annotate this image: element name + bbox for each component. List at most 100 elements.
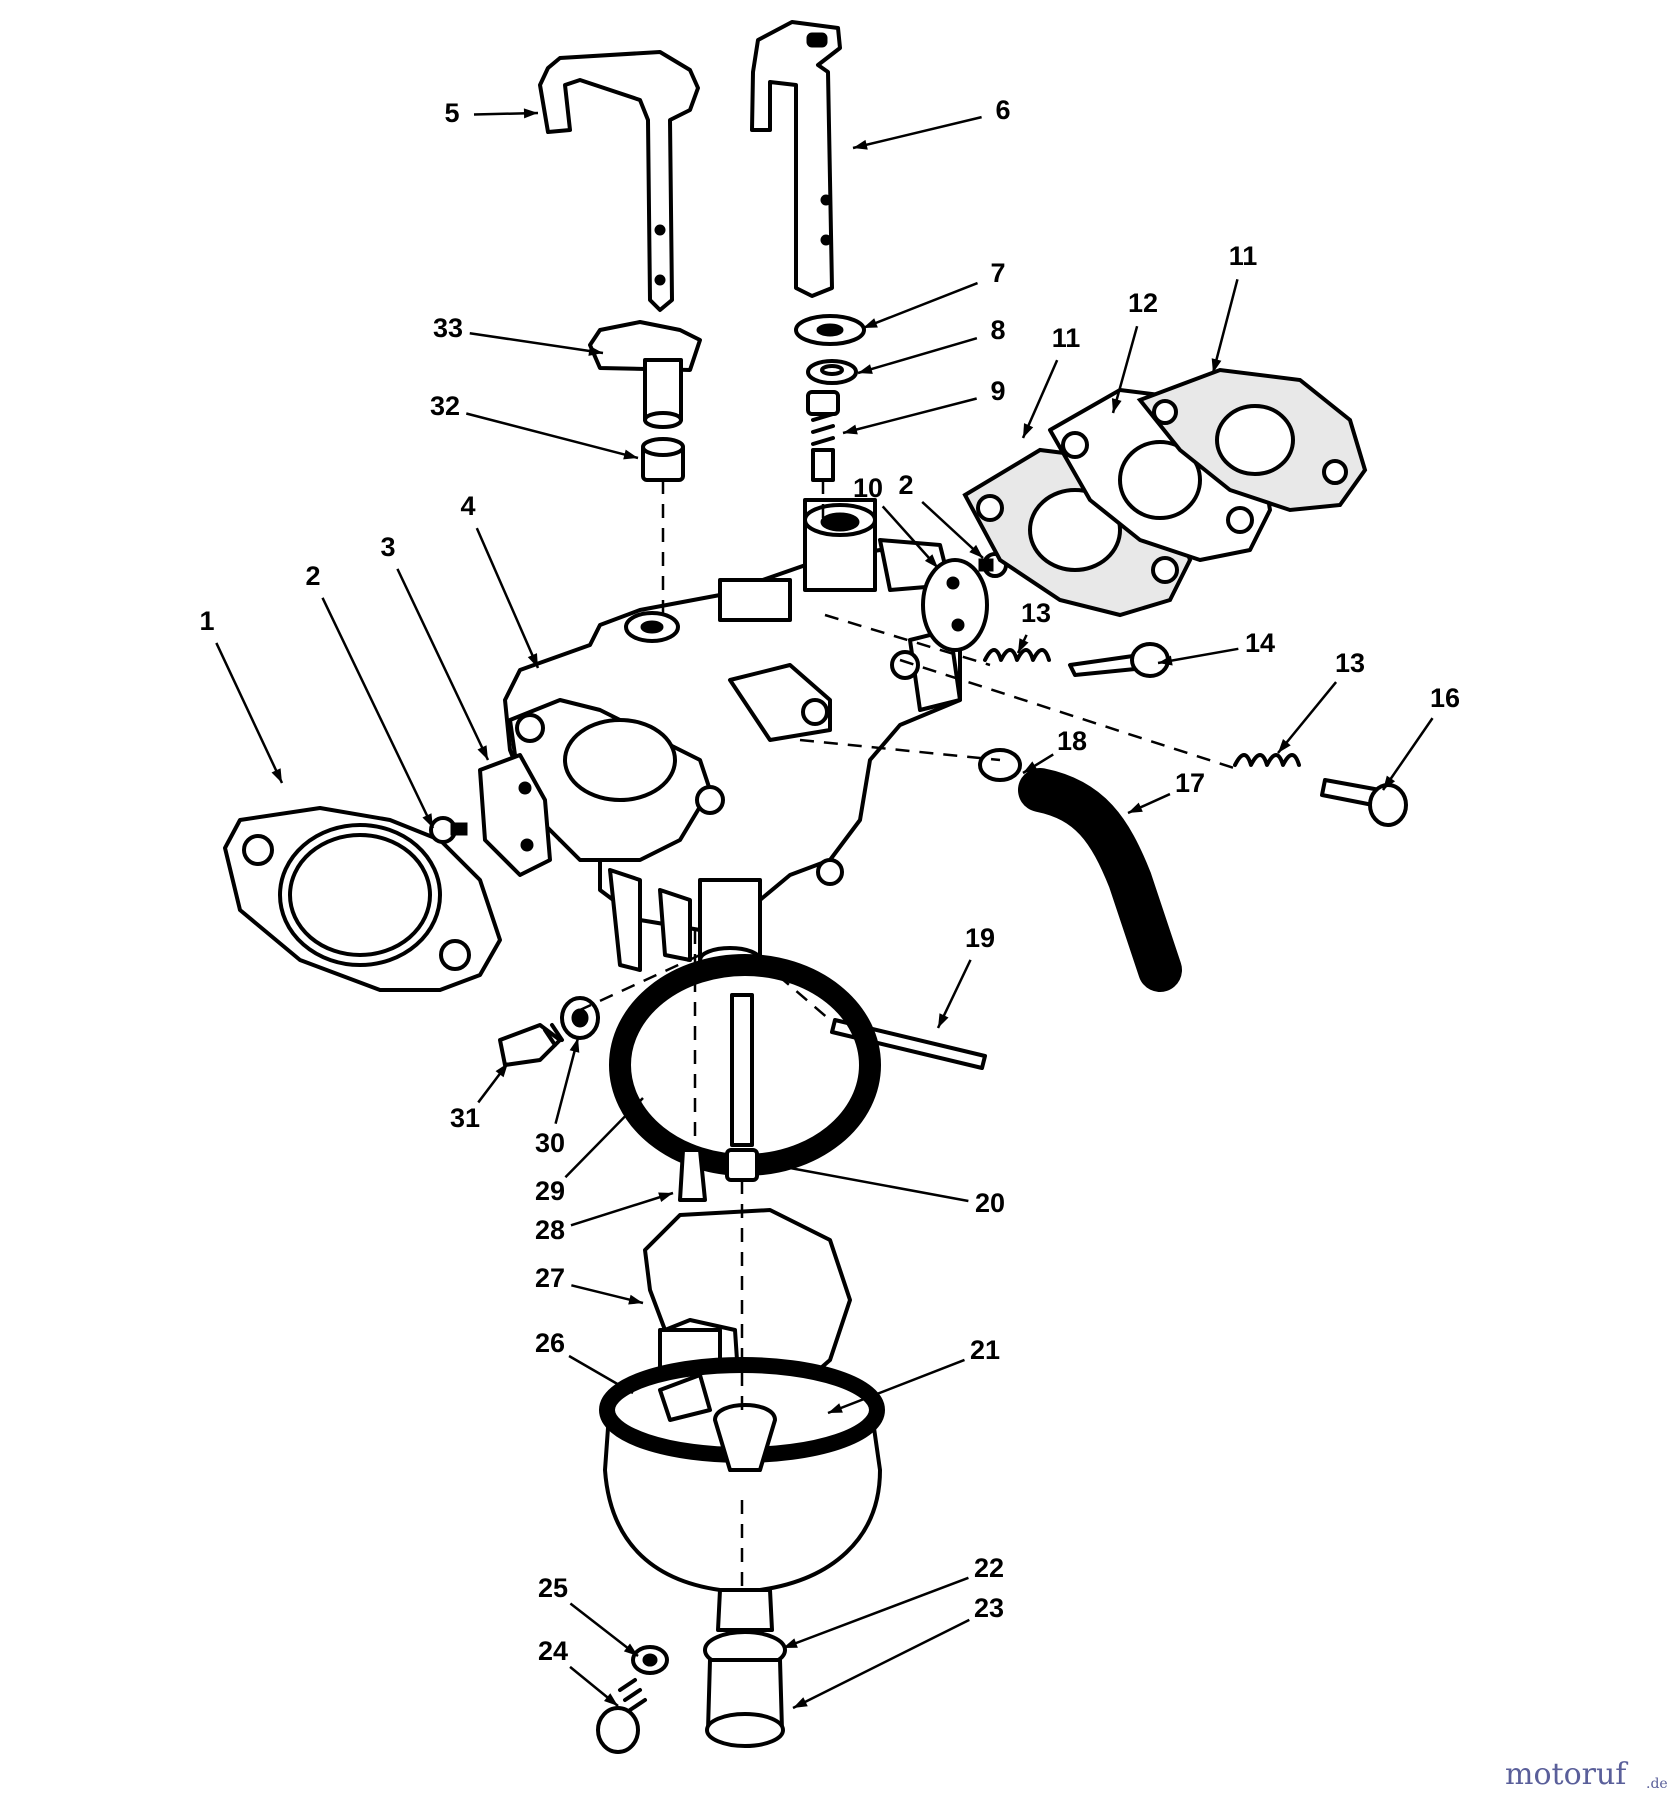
part-inlet-needle xyxy=(725,993,759,1182)
arrowhead-c3 xyxy=(477,745,488,760)
arrowhead-c31 xyxy=(495,1063,508,1078)
callout-c31: 31 xyxy=(450,1103,480,1133)
leader-c11a xyxy=(1021,359,1059,439)
watermark-logo: motoruf .de xyxy=(1505,1757,1668,1792)
leader-c3 xyxy=(396,568,490,761)
part-float-bowl xyxy=(599,1357,885,1592)
part-drain-washer xyxy=(631,1645,669,1675)
part-choke-shaft xyxy=(750,20,842,298)
arrowhead-c24 xyxy=(603,1693,618,1706)
callout-c7: 7 xyxy=(990,258,1005,288)
leader-c32 xyxy=(465,412,639,460)
callout-c19: 19 xyxy=(965,923,995,953)
part-plate-right xyxy=(921,558,989,652)
part-gasket-right-2 xyxy=(1136,367,1368,513)
part-bushing xyxy=(641,437,685,482)
arrowhead-c8 xyxy=(858,364,873,374)
callout-c32: 32 xyxy=(430,391,460,421)
part-fuel-hose xyxy=(1018,768,1182,992)
arrowhead-c25 xyxy=(623,1643,638,1656)
callout-c29: 29 xyxy=(535,1176,565,1206)
arrowhead-c4 xyxy=(527,653,538,668)
arrowhead-c2a xyxy=(422,813,433,828)
callout-c12: 12 xyxy=(1128,288,1158,318)
arrowhead-c27 xyxy=(628,1294,643,1305)
callout-c2a: 2 xyxy=(305,561,320,591)
part-mixture-screw xyxy=(1320,778,1408,827)
callout-c21: 21 xyxy=(970,1335,1000,1365)
callout-c23: 23 xyxy=(974,1593,1004,1623)
part-carburetor-body xyxy=(503,498,962,974)
part-main-jet xyxy=(678,1148,707,1202)
callout-c16: 16 xyxy=(1430,683,1460,713)
callout-c6: 6 xyxy=(995,95,1010,125)
part-spring-upper xyxy=(983,648,1051,662)
part-lever-base xyxy=(588,320,702,429)
callout-c3: 3 xyxy=(380,532,395,562)
callout-c13a: 13 xyxy=(1021,598,1051,628)
leader-c6 xyxy=(852,115,982,150)
part-seal xyxy=(806,359,858,385)
arrowhead-c17 xyxy=(1128,802,1143,813)
leader-c25 xyxy=(569,1602,639,1657)
arrowhead-c18 xyxy=(1023,761,1038,773)
arrowhead-c26 xyxy=(618,1381,633,1393)
arrowhead-c28 xyxy=(658,1192,673,1202)
leader-c1 xyxy=(215,642,284,784)
part-plate xyxy=(478,753,552,877)
leader-c13b xyxy=(1277,681,1338,754)
arrowhead-c5 xyxy=(523,108,538,119)
leader-c16 xyxy=(1381,717,1434,791)
callout-c8: 8 xyxy=(990,315,1005,345)
callout-c1: 1 xyxy=(199,606,214,636)
arrowhead-c32 xyxy=(623,449,638,460)
part-drain-bolt xyxy=(596,1678,647,1754)
watermark-suffix: .de xyxy=(1646,1776,1668,1792)
arrowhead-c7 xyxy=(863,318,878,328)
arrowhead-c13a xyxy=(1018,638,1029,653)
leader-c22 xyxy=(782,1576,969,1650)
callout-c17: 17 xyxy=(1175,768,1205,798)
callout-c11a: 11 xyxy=(1052,323,1081,353)
callout-c18: 18 xyxy=(1057,726,1087,756)
arrowhead-c20 xyxy=(763,1160,778,1171)
part-gasket-left xyxy=(223,806,502,992)
arrowhead-c2b xyxy=(969,544,983,558)
callout-c9: 9 xyxy=(990,376,1005,406)
arrowhead-c21 xyxy=(828,1403,843,1413)
arrowhead-c11b xyxy=(1211,358,1222,373)
leader-c2a xyxy=(321,597,435,829)
callout-c28: 28 xyxy=(535,1215,565,1245)
callout-c30: 30 xyxy=(535,1128,565,1158)
callout-leaders xyxy=(215,108,1434,1710)
arrowhead-c9 xyxy=(843,424,858,435)
callout-c2b: 2 xyxy=(898,470,913,500)
leader-c20 xyxy=(762,1161,969,1203)
assembly-lines xyxy=(579,480,1241,1590)
part-clip xyxy=(978,748,1022,782)
part-idle-screw xyxy=(1068,642,1170,678)
watermark-brand: motoruf xyxy=(1505,1757,1628,1792)
part-throttle-lever xyxy=(538,50,700,312)
leader-c7 xyxy=(862,281,978,330)
callout-c10: 10 xyxy=(853,473,883,503)
arrowhead-c11a xyxy=(1023,423,1034,438)
leader-c4 xyxy=(475,527,540,669)
callout-c13b: 13 xyxy=(1335,648,1365,678)
callout-c24: 24 xyxy=(538,1636,568,1666)
callout-c27: 27 xyxy=(535,1263,565,1293)
part-spring-lower xyxy=(1233,753,1301,767)
leader-c11b xyxy=(1211,278,1239,374)
arrowhead-c22 xyxy=(783,1638,798,1648)
arrowhead-c33 xyxy=(588,345,603,356)
part-washer xyxy=(794,314,866,346)
callout-c11b: 11 xyxy=(1229,241,1258,271)
part-drain-screw xyxy=(498,1023,564,1067)
callout-c25: 25 xyxy=(538,1573,568,1603)
leader-c23 xyxy=(792,1618,970,1710)
leader-c30 xyxy=(554,1037,580,1125)
callout-c4: 4 xyxy=(460,491,475,521)
leader-c8 xyxy=(857,336,978,375)
arrowhead-c29 xyxy=(629,1098,643,1112)
